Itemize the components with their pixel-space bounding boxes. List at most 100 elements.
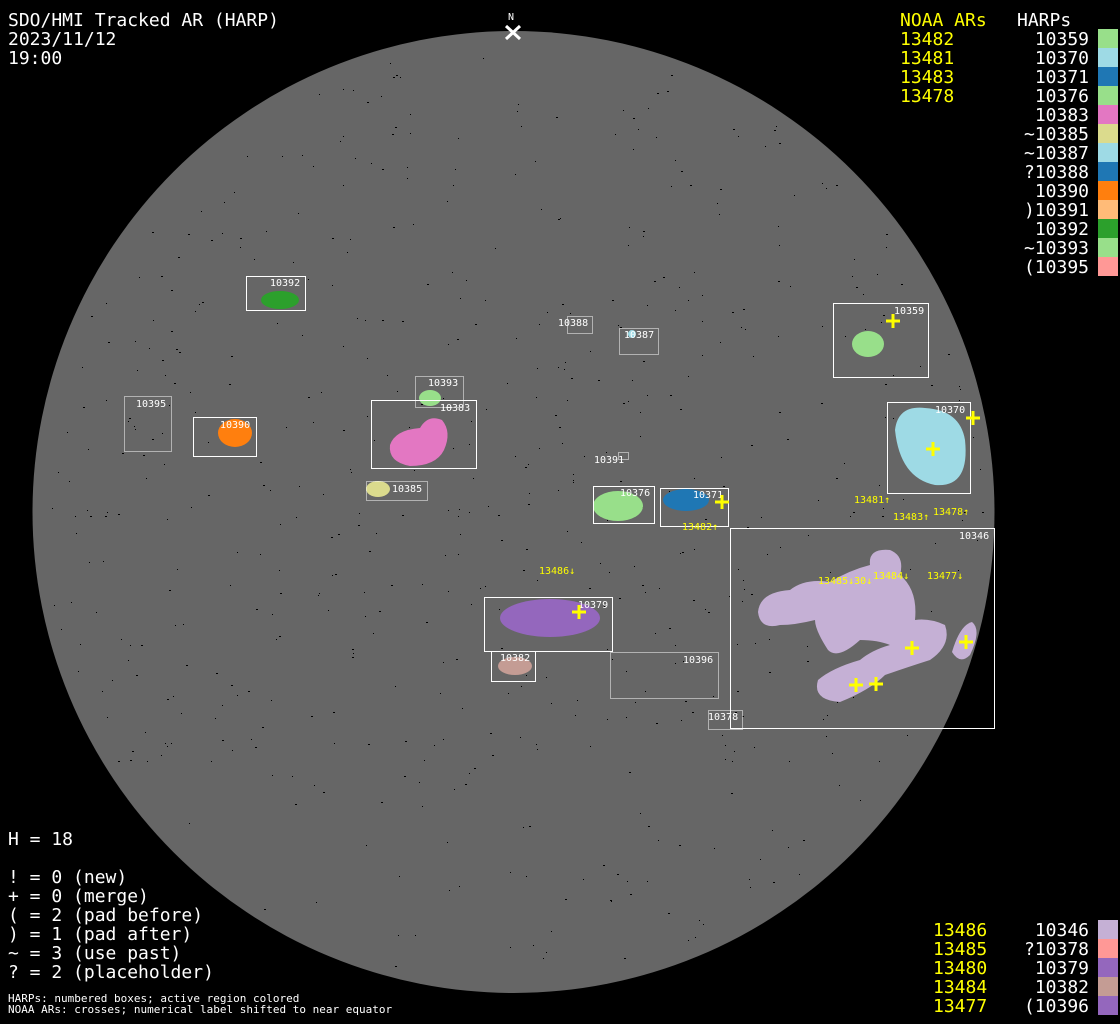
region-10393 — [419, 390, 441, 406]
harp-legend-item: 10359 — [1034, 29, 1089, 50]
harp-color-swatch — [1098, 124, 1118, 143]
harp-label: 10359 — [894, 306, 924, 317]
harp-box-10393[interactable] — [415, 376, 464, 408]
harp-legend-item: 10379 — [1034, 958, 1089, 979]
harp-color-swatch — [1098, 48, 1118, 67]
noaa-label: 13484↓ — [873, 571, 909, 582]
harp-box-10378[interactable] — [708, 710, 743, 730]
noaa-label: 13481↑ — [854, 495, 890, 506]
harp-color-swatch — [1098, 977, 1118, 996]
harp-color-swatch — [1098, 105, 1118, 124]
noaa-label: 13483↑ — [893, 512, 929, 523]
harp-box-10371[interactable] — [660, 488, 729, 527]
harp-box-10392[interactable] — [246, 276, 306, 311]
harp-legend-item: ~10387 — [1023, 143, 1089, 164]
harp-legend-item: 10370 — [1034, 48, 1089, 69]
harp-legend-item: 10371 — [1034, 67, 1089, 88]
harp-label: 10393 — [428, 378, 458, 389]
harp-box-10387[interactable] — [619, 328, 659, 355]
noaa-label: 13486↓ — [539, 566, 575, 577]
noaa-cross-icon — [966, 411, 980, 425]
harp-color-swatch — [1098, 181, 1118, 200]
noaa-legend-item: 13477 — [933, 996, 988, 1017]
noaa-cross-icon — [905, 641, 919, 655]
noaa-cross-icon — [869, 677, 883, 691]
active-regions — [218, 291, 977, 702]
harp-label: 10390 — [220, 420, 250, 431]
noaa-cross-icon — [849, 678, 863, 692]
plot-title: SDO/HMI Tracked AR (HARP) — [8, 10, 279, 31]
harp-box-10359[interactable] — [833, 303, 929, 378]
harp-legend-item: 10383 — [1034, 105, 1089, 126]
noaa-label: 13485↓30↓ — [818, 576, 872, 587]
harp-box-10370[interactable] — [887, 402, 971, 494]
plot-time: 19:00 — [8, 48, 63, 69]
harp-color-swatch — [1098, 86, 1118, 105]
harp-box-10382[interactable] — [491, 651, 536, 682]
noaa-cross-icon — [959, 635, 973, 649]
harp-box-10383[interactable] — [371, 400, 477, 469]
noaa-cross-icon — [572, 605, 586, 619]
noaa-legend-item: 13485 — [933, 939, 988, 960]
harp-color-swatch — [1098, 162, 1118, 181]
stat-line: ? = 2 (placeholder) — [8, 962, 214, 983]
harp-color-swatch — [1098, 238, 1118, 257]
harp-color-swatch — [1098, 67, 1118, 86]
stat-line: ( = 2 (pad before) — [8, 905, 204, 926]
harps-header: HARPs — [1017, 10, 1072, 31]
solar-disk — [32, 31, 995, 993]
stat-line: + = 0 (merge) — [8, 886, 149, 907]
harp-label: 10392 — [270, 278, 300, 289]
harp-legend-item: (10396 — [1023, 996, 1089, 1017]
harp-color-swatch — [1098, 257, 1118, 276]
harp-box-10391[interactable] — [618, 452, 629, 460]
harp-color-swatch — [1098, 29, 1118, 48]
noaa-cross-icon — [715, 495, 729, 509]
region-10385 — [366, 481, 390, 497]
harp-label: 10395 — [136, 399, 166, 410]
harp-color-swatch — [1098, 143, 1118, 162]
harp-color-swatch — [1098, 219, 1118, 238]
noaa-cross-icon — [926, 442, 940, 456]
harp-box-10376[interactable] — [593, 486, 655, 524]
noaa-crosses — [572, 314, 980, 692]
region-10379 — [500, 599, 600, 637]
harp-label: 10379 — [578, 600, 608, 611]
stat-line: ) = 1 (pad after) — [8, 924, 193, 945]
noaa-label: 13482↑ — [682, 522, 718, 533]
noaa-legend-item: 13481 — [900, 48, 955, 69]
noaa-legend-item: 13486 — [933, 920, 988, 941]
harp-legend-item: ?10378 — [1023, 939, 1089, 960]
harp-legend-item: ~10393 — [1023, 238, 1089, 259]
harp-label: 10387 — [624, 330, 654, 341]
region-10371 — [663, 489, 709, 511]
harp-label: 10388 — [558, 318, 588, 329]
harp-legend-item: 10376 — [1034, 86, 1089, 107]
region-10359 — [852, 331, 884, 357]
noaa-labels: 13481↑ 13483↑ 13478↑ 13482↑ 13486↓ 13485… — [539, 495, 969, 587]
harp-box-10390[interactable] — [193, 417, 257, 457]
harp-box-10395[interactable] — [124, 396, 172, 452]
region-10370 — [895, 407, 966, 486]
harp-legend-item: ~10385 — [1023, 124, 1089, 145]
harp-label: 10396 — [683, 655, 713, 666]
noaa-cross-icon — [886, 314, 900, 328]
harp-box-10388[interactable] — [567, 316, 593, 334]
region-10376 — [593, 491, 643, 521]
region-10382 — [498, 657, 532, 675]
harp-box-10396[interactable] — [610, 652, 719, 699]
harp-box-10385[interactable] — [366, 481, 428, 501]
region-10346 — [758, 549, 947, 702]
footnote-noaa: NOAA ARs: crosses; numerical label shift… — [8, 1003, 393, 1016]
harp-color-swatch — [1098, 996, 1118, 1015]
harp-legend-item: (10395 — [1023, 257, 1089, 278]
harp-box-10379[interactable] — [484, 597, 613, 652]
harp-legend-item: 10382 — [1034, 977, 1089, 998]
harp-label: 10376 — [620, 488, 650, 499]
harp-box-10346[interactable] — [730, 528, 995, 729]
harp-boxes — [124, 276, 995, 730]
region-10390 — [218, 419, 252, 447]
harp-label: 10346 — [959, 531, 989, 542]
harp-legend-item: ?10388 — [1023, 162, 1089, 183]
